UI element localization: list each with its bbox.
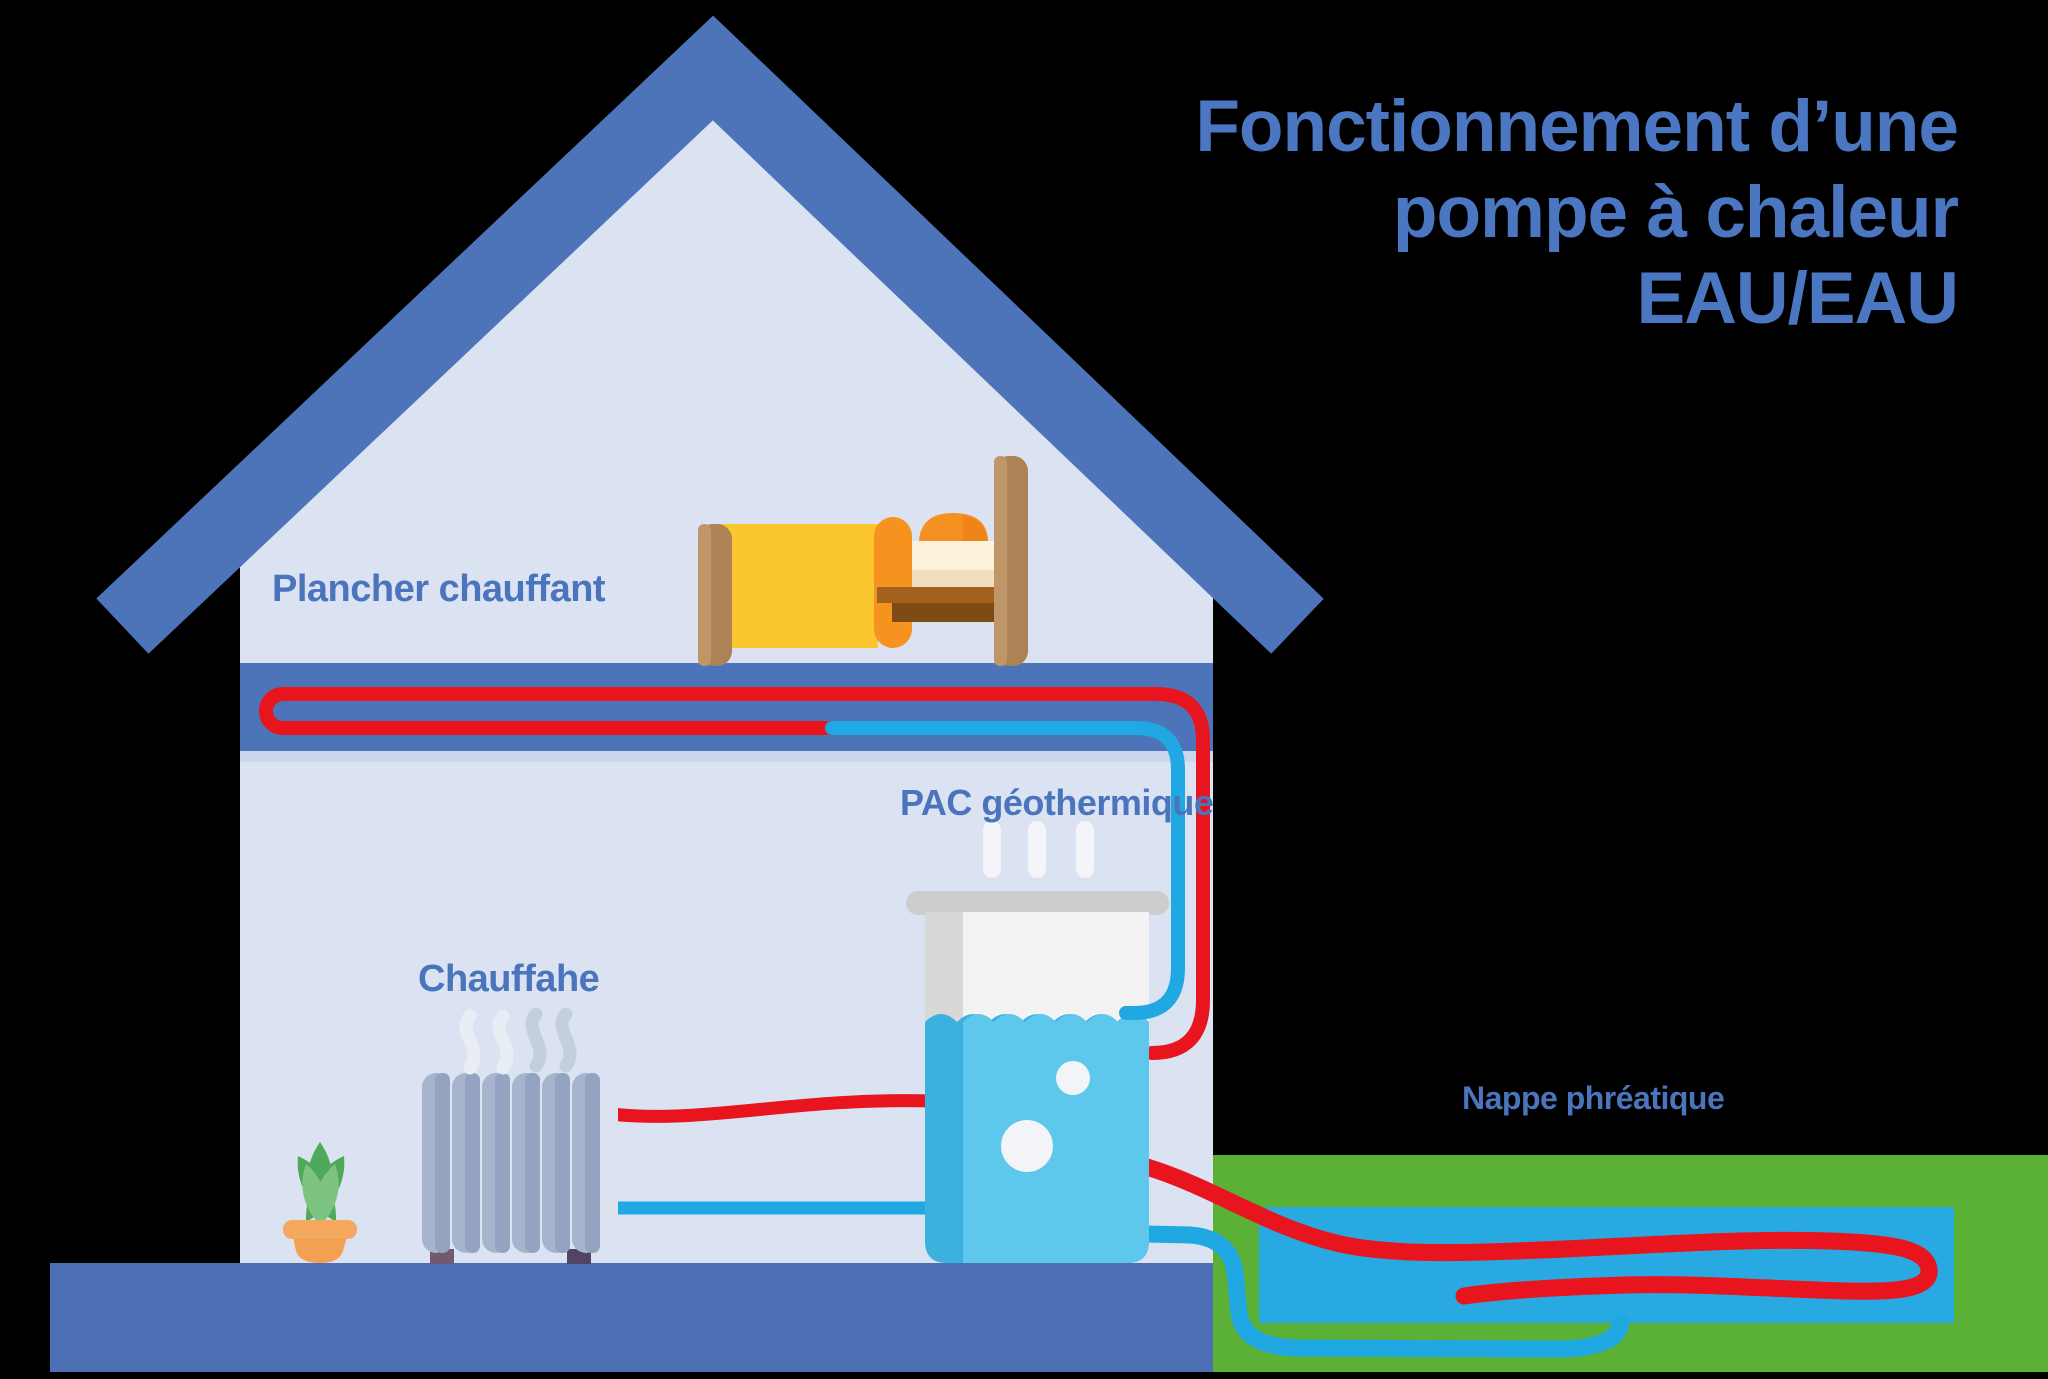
title-line-2: pompe à chaleur xyxy=(1392,172,1959,253)
ground-loop-pipe-cold xyxy=(1138,1225,1630,1358)
radiator-icon xyxy=(422,1073,600,1264)
radiator-pipe-hot xyxy=(596,1094,939,1123)
groundwater-pool xyxy=(1259,1207,1954,1323)
title-line-1: Fonctionnement d’une xyxy=(1195,86,1959,167)
label-radiator: Chauffahe xyxy=(418,958,600,1000)
label-floor-heating: Plancher chauffant xyxy=(272,568,606,610)
heat-waves-icon xyxy=(459,1007,577,1075)
radiator-connector xyxy=(598,1100,618,1124)
bed-icon xyxy=(698,456,1028,666)
page-title: Fonctionnement d’une pompe à chaleur EAU… xyxy=(1195,84,1959,342)
plant-icon xyxy=(283,1142,357,1263)
heat-pump-tank-icon xyxy=(906,891,1169,1263)
roof-icon xyxy=(96,15,1324,654)
floor-heating-pipe-cold xyxy=(825,721,1185,1020)
basement-floor xyxy=(50,1263,1213,1372)
label-groundwater: Nappe phréatique xyxy=(1462,1080,1725,1116)
radiator-connector xyxy=(598,1196,618,1220)
title-line-3: EAU/EAU xyxy=(1636,258,1959,339)
steam-icon xyxy=(983,821,1094,878)
ground-loop-pipe-hot xyxy=(1138,1158,1938,1305)
upper-floor-band xyxy=(240,663,1213,762)
label-heat-pump: PAC géothermique xyxy=(900,782,1214,823)
floor-heating-pipe-hot xyxy=(259,687,1210,1060)
